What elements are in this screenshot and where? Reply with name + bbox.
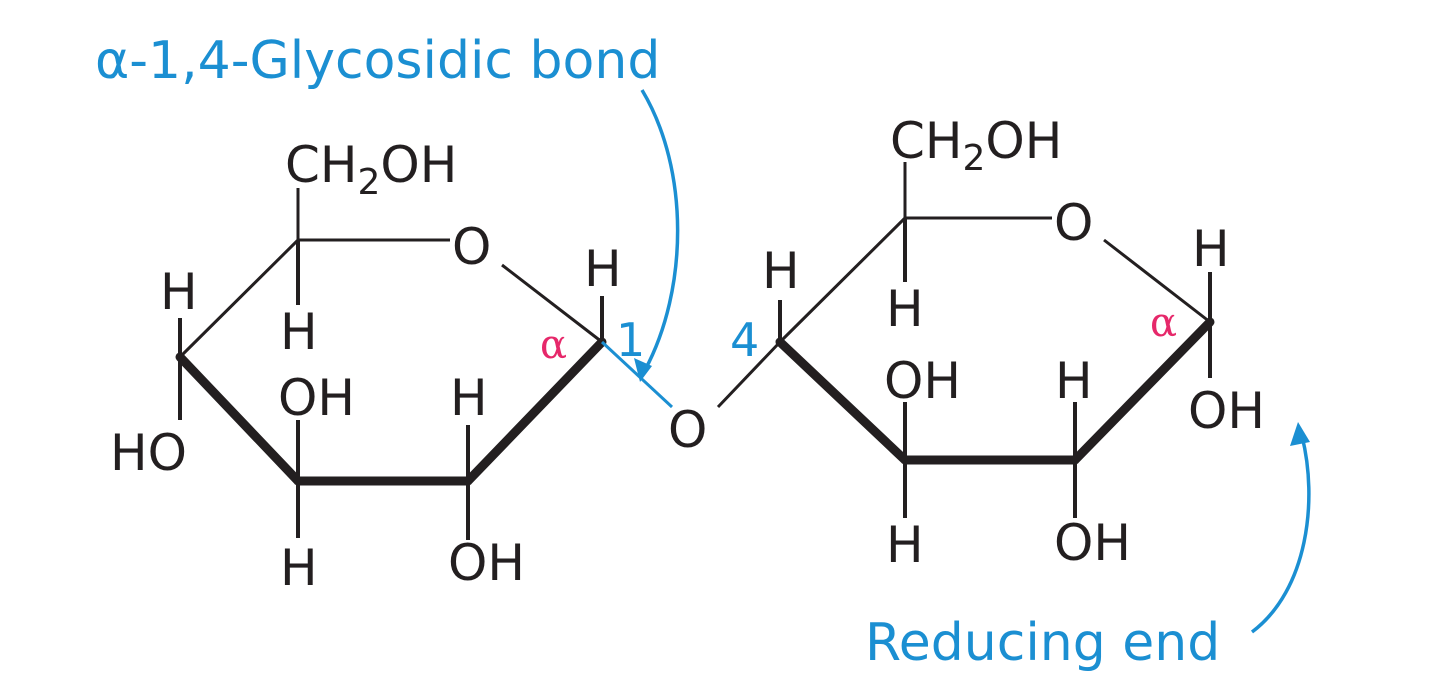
ring1-bond-o-c1 <box>501 263 603 344</box>
ring2-bond-o-c1 <box>1103 238 1211 324</box>
ring1-h-c3-bottom: H <box>280 539 318 597</box>
ring1-h-c5: H <box>280 303 318 361</box>
ring2-oh-c3: OH <box>884 352 961 410</box>
ring1-h-c2: H <box>450 369 488 427</box>
ring1-ring-oxygen: O <box>452 218 491 276</box>
ring2-ch2oh-label: CH2OH <box>890 112 1062 179</box>
ring2-bond-c2-c1 <box>1070 317 1215 465</box>
ring1-ho-c4: HO <box>110 424 187 482</box>
ring1-oh-c2-bottom: OH <box>448 534 525 592</box>
ring1-h-c1: H <box>584 240 622 298</box>
ring1-bond-c5-c4 <box>178 238 300 359</box>
glycosidic-bond-label: α-1,4-Glycosidic bond <box>95 31 660 91</box>
ring1-bond-c2-c1 <box>463 337 607 486</box>
ring2-h-c1: H <box>1192 220 1230 278</box>
ring2-h-c4: H <box>762 242 800 300</box>
glycosidic-oxygen: O <box>668 401 707 459</box>
ring1-ch2oh-label: CH2OH <box>285 136 457 203</box>
ring2-oh-c1: OH <box>1188 382 1265 440</box>
ring2-bond-c4-c3 <box>775 337 910 465</box>
ring1-h-c4: H <box>160 263 198 321</box>
reducing-end-arrow <box>1250 435 1311 634</box>
ring2-h-c5: H <box>886 280 924 338</box>
glycosidic-bond-left <box>600 340 674 409</box>
glycosidic-bond-arrow <box>640 89 680 371</box>
ring1-oh-c3: OH <box>278 369 355 427</box>
ring2-oh-c2-bottom: OH <box>1054 514 1131 572</box>
ring1-alpha-label: α <box>540 322 567 368</box>
ring2-h-c3-bottom: H <box>886 516 924 574</box>
glycosidic-bond-right <box>716 340 782 409</box>
reducing-end-arrowhead <box>1290 422 1310 446</box>
reducing-end-label: Reducing end <box>865 613 1220 673</box>
ring1-bond-c4-c3 <box>175 352 303 486</box>
ring2-ring-oxygen: O <box>1054 194 1093 252</box>
ring2-alpha-label: α <box>1150 300 1177 346</box>
ring2-bond-c5-c4 <box>778 216 907 344</box>
carbon-4-label: 4 <box>730 313 759 367</box>
ring2-h-c2: H <box>1055 352 1093 410</box>
